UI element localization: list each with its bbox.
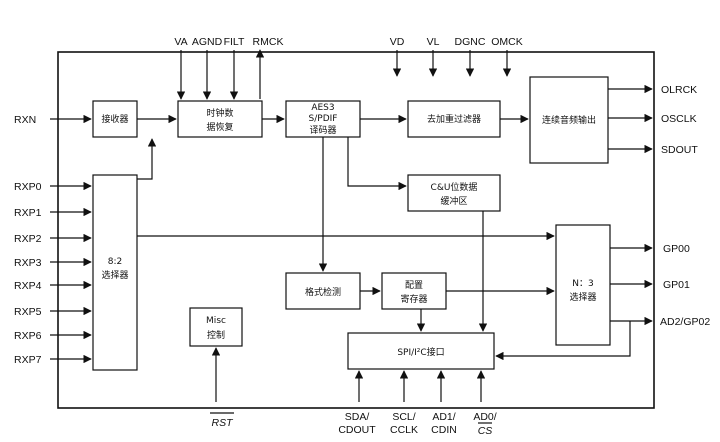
misc-control-label-2: 控制: [207, 329, 225, 341]
cu-buffer-label-2: 缓冲区: [440, 195, 467, 207]
config-register-block: [381, 272, 447, 310]
pin-sda-1: SDA/: [345, 411, 370, 423]
cu-buffer-block: [407, 174, 501, 212]
misc-control-block: [189, 307, 243, 347]
pin-sda-2: CDOUT: [338, 424, 376, 436]
pin-agnd: AGND: [192, 36, 223, 48]
pin-omck: OMCK: [491, 36, 523, 48]
decoder-label-1: AES3: [311, 103, 334, 113]
pin-rxp3: RXP3: [14, 257, 42, 269]
pin-olrck: OLRCK: [661, 84, 697, 96]
chip-frame: [57, 51, 655, 409]
selector-8-2-label-2: 选择器: [101, 269, 128, 281]
pin-rxp5: RXP5: [14, 306, 42, 318]
cu-buffer-label-1: C&U位数据: [431, 181, 478, 193]
selector-8-2-block: [92, 174, 138, 371]
top-pin-lines: [176, 49, 512, 100]
receiver-block: [92, 100, 138, 138]
clock-recovery-label-1: 时钟数: [206, 107, 233, 119]
misc-control-label-1: Misc: [206, 316, 226, 326]
internal-signal-paths: [137, 114, 631, 361]
spi-i2c-label: SPI/I²C接口: [397, 346, 444, 358]
pin-vd: VD: [390, 36, 405, 48]
pin-sdout: SDOUT: [661, 144, 698, 156]
pin-scl-1: SCL/: [392, 411, 415, 423]
pin-dgnc: DGNC: [455, 36, 486, 48]
pin-ad1-1: AD1/: [432, 411, 455, 423]
pin-ad1-2: CDIN: [431, 424, 457, 436]
serial-audio-output-label: 连续音频输出: [542, 114, 596, 126]
clock-recovery-label-2: 据恢复: [206, 121, 233, 133]
spi-i2c-block: [347, 332, 495, 370]
pin-rxp1: RXP1: [14, 207, 42, 219]
pin-vl: VL: [427, 36, 440, 48]
pin-rst: RST: [212, 417, 235, 429]
pin-rxp4: RXP4: [14, 280, 42, 292]
serial-audio-output-block: [529, 76, 609, 164]
pin-rxp7: RXP7: [14, 354, 42, 366]
left-pin-lines: [50, 114, 92, 364]
pin-gp01: GP01: [663, 279, 690, 291]
decoder-label-3: 译码器: [309, 125, 336, 136]
selector-n-3-label-1: N：3: [572, 279, 593, 289]
selector-8-2-label-1: 8:2: [108, 257, 122, 267]
pin-osclk: OSCLK: [661, 113, 697, 125]
pin-rxp0: RXP0: [14, 181, 42, 193]
clock-recovery-block: [177, 100, 263, 138]
pin-rmck: RMCK: [253, 36, 284, 48]
pin-rxn: RXN: [14, 114, 36, 126]
decoder-label-2: S/PDIF: [309, 114, 338, 124]
deemphasis-label: 去加重过滤器: [427, 113, 481, 125]
pin-va: VA: [174, 36, 187, 48]
format-detect-label: 格式检测: [305, 286, 341, 298]
format-detect-block: [285, 272, 361, 310]
selector-n-3-label-2: 选择器: [569, 291, 596, 303]
pin-filt: FILT: [224, 36, 245, 48]
selector-n-3-block: [555, 224, 611, 346]
pin-rxp6: RXP6: [14, 330, 42, 342]
right-pin-lines: [608, 84, 653, 326]
pin-ad0-1: AD0/: [473, 411, 496, 423]
deemphasis-filter-block: [407, 100, 501, 138]
pin-ad0-2: CS: [478, 425, 493, 437]
receiver-label: 接收器: [101, 113, 128, 125]
pin-scl-2: CCLK: [390, 424, 418, 436]
config-register-label-1: 配置: [405, 280, 423, 291]
config-register-label-2: 寄存器: [400, 293, 427, 305]
pin-rxp2: RXP2: [14, 233, 42, 245]
pin-gp00: GP00: [663, 243, 690, 255]
pin-ad2-gp02: AD2/GP02: [660, 316, 710, 328]
bottom-pin-lines: [211, 347, 486, 402]
